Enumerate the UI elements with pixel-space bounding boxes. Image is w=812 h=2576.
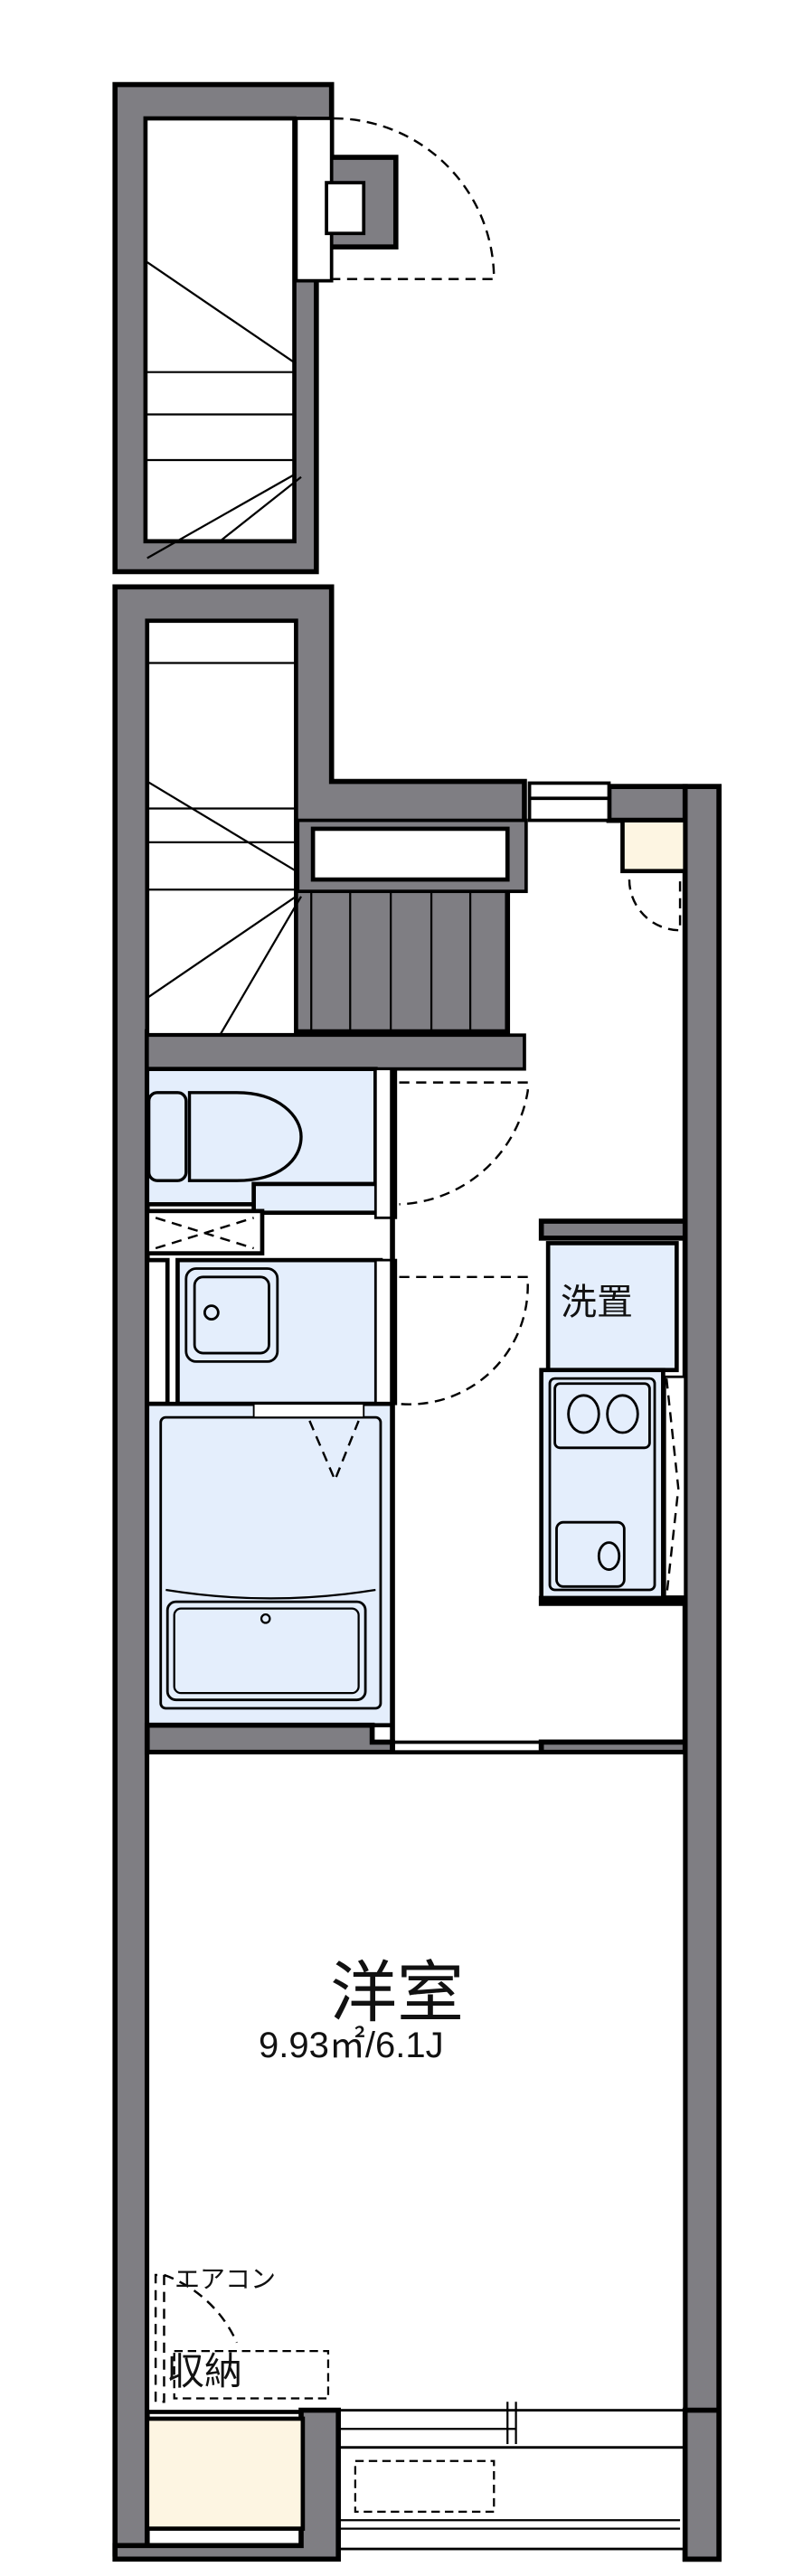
room-area-label: 9.93㎡/6.1J [259, 2026, 444, 2065]
main-unit [112, 584, 722, 2562]
upper-stair-enclosure [112, 81, 496, 575]
room-name-label: 洋室 [330, 1954, 464, 2032]
washer-space-label: 洗置 [561, 1282, 633, 1323]
closet-label: 収納 [166, 2349, 243, 2393]
aircon-label: エアコン [175, 2264, 277, 2294]
